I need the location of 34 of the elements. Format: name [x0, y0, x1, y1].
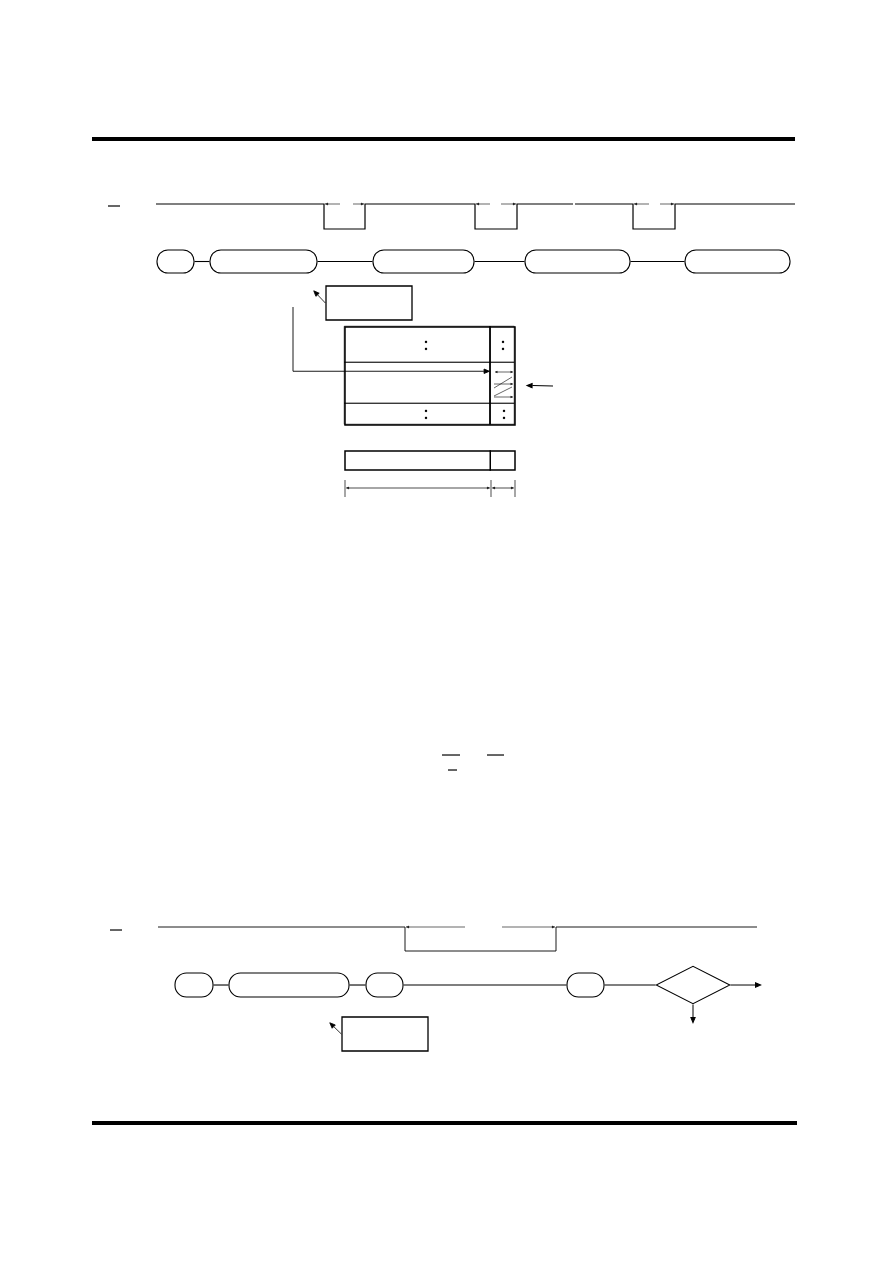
rounded-box: [209, 249, 318, 274]
table-cell: [489, 325, 515, 364]
table-cell: [489, 402, 515, 426]
connector-line: [403, 984, 567, 986]
arrow: [690, 1004, 696, 1024]
rounded-box: [566, 972, 605, 998]
leader-arrow: [329, 1022, 342, 1035]
leader-arrow: [313, 290, 326, 304]
arrow: [292, 306, 490, 374]
rounded-box: [684, 249, 791, 274]
table-cell: [489, 361, 515, 405]
rounded-box: [372, 249, 475, 274]
rounded-box: [156, 249, 195, 274]
connector-line: [630, 260, 685, 263]
rounded-box: [174, 972, 214, 998]
connector-line: [349, 984, 366, 986]
table-grid: [344, 326, 516, 426]
callout-box: [325, 285, 413, 321]
table-cell: [343, 402, 491, 425]
table-cell: [343, 361, 491, 404]
divided-bar: [344, 449, 516, 472]
rounded-box: [228, 972, 350, 998]
rounded-box: [365, 972, 404, 998]
table-cell: [343, 325, 491, 363]
connector-line: [604, 984, 657, 986]
rounded-box: [524, 249, 631, 274]
connector-line: [194, 260, 210, 263]
decision-diamond: [655, 965, 731, 1005]
callout-box: [341, 1016, 429, 1052]
arrow: [730, 982, 762, 988]
connector-line: [474, 260, 525, 263]
arrow: [526, 382, 554, 389]
connector-line: [213, 984, 229, 986]
connector-line: [317, 260, 373, 263]
